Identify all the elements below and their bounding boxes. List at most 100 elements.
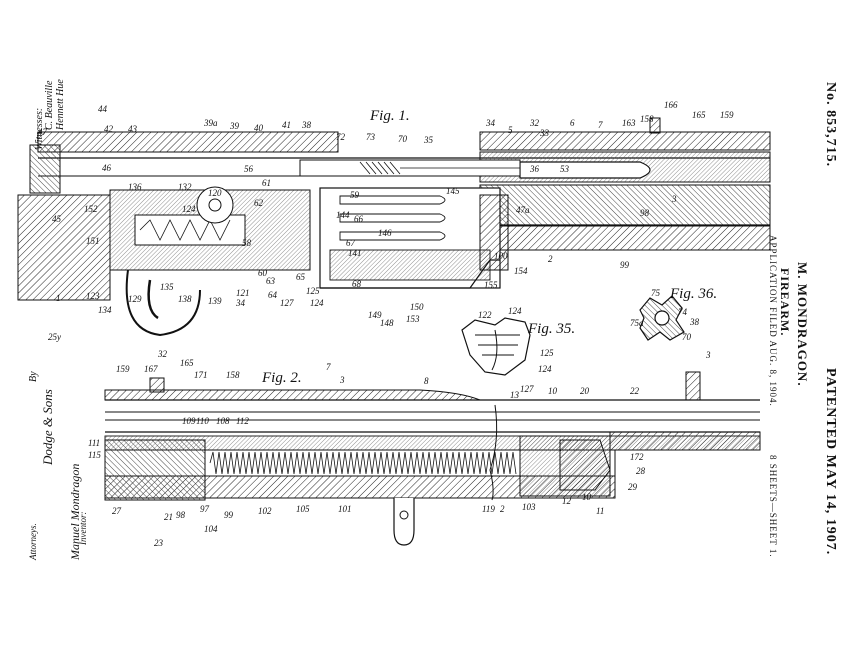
reference-numeral: 172 <box>630 452 644 462</box>
patent-number: No. 853,715. <box>823 82 838 168</box>
reference-numeral: 110 <box>196 416 209 426</box>
reference-numeral: 127 <box>280 298 294 308</box>
reference-numeral: 134 <box>98 305 112 315</box>
fig1-title: Fig. 1. <box>369 108 410 124</box>
reference-numeral: 136 <box>128 182 142 192</box>
reference-numeral: 105 <box>296 504 310 514</box>
reference-numeral: 1 <box>56 293 61 303</box>
reference-numeral: 152 <box>84 204 98 214</box>
reference-numeral: 5 <box>508 125 513 135</box>
fig35-drawing <box>461 317 531 376</box>
reference-numeral: 165 <box>692 110 706 120</box>
fig2-drawing <box>104 371 761 546</box>
reference-numeral: 139 <box>208 296 222 306</box>
reference-numeral: 120 <box>208 188 222 198</box>
reference-numeral: 135 <box>160 282 174 292</box>
reference-numeral: 13 <box>510 390 520 400</box>
fig1-drawing <box>17 117 771 337</box>
reference-numeral: 36 <box>529 164 540 174</box>
reference-numeral: 154 <box>514 266 528 276</box>
reference-numeral: 124 <box>182 204 196 214</box>
reference-numeral: 73 <box>366 132 376 142</box>
reference-numeral: 38 <box>689 317 700 327</box>
reference-numeral: 56 <box>244 164 254 174</box>
reference-numeral: 3 <box>705 350 711 360</box>
reference-numeral: 102 <box>258 506 272 516</box>
reference-numeral: 53 <box>560 164 570 174</box>
reference-numeral: 148 <box>380 318 394 328</box>
reference-numeral: 103 <box>522 502 536 512</box>
reference-numeral: 66 <box>354 214 364 224</box>
reference-numeral: 34 <box>235 298 246 308</box>
reference-numeral: 141 <box>348 248 362 258</box>
attorneys-label: Attorneys. <box>28 523 38 560</box>
reference-numeral: 3 <box>671 194 677 204</box>
reference-numeral: 165 <box>180 358 194 368</box>
reference-numeral: 101 <box>338 504 352 514</box>
reference-numeral: 115 <box>88 450 101 460</box>
reference-numeral: 28 <box>636 466 646 476</box>
reference-numeral: 122 <box>478 310 492 320</box>
patent-date: PATENTED MAY 14, 1907. <box>823 368 838 556</box>
reference-numeral: 75 <box>651 288 661 298</box>
reference-numeral: 65 <box>296 272 306 282</box>
fig2-title: Fig. 2. <box>261 370 302 386</box>
reference-numeral: 12 <box>562 496 572 506</box>
reference-numeral: 121 <box>236 288 250 298</box>
reference-numeral: 109 <box>182 416 196 426</box>
recoil-spring <box>209 451 517 475</box>
reference-numeral: 166 <box>664 100 678 110</box>
reference-numeral: 39a <box>203 118 218 128</box>
reference-numeral: 62 <box>254 198 264 208</box>
reference-numeral: 47a <box>516 205 530 215</box>
reference-numeral: 123 <box>86 291 100 301</box>
reference-numeral: 150 <box>410 302 424 312</box>
reference-numeral: 146 <box>378 228 392 238</box>
reference-numeral: 10 <box>548 386 558 396</box>
reference-numeral: 100 <box>494 251 508 261</box>
reference-numeral: 99 <box>224 510 234 520</box>
reference-numeral: 2 <box>500 504 505 514</box>
reference-numeral: 34 <box>485 118 496 128</box>
reference-numeral: 153 <box>406 314 420 324</box>
application-filed: APPLICATION FILED AUG. 8, 1904. <box>768 235 778 407</box>
reference-numeral: 60 <box>258 268 268 278</box>
attorney-signature: Dodge & Sons <box>40 389 55 465</box>
reference-numeral: 22 <box>630 386 640 396</box>
reference-numeral: 108 <box>216 416 230 426</box>
reference-numeral: 27 <box>112 506 122 516</box>
reference-numeral: 159 <box>116 364 130 374</box>
attorney-by: By <box>28 371 39 382</box>
reference-numeral: 58 <box>242 238 252 248</box>
reference-numeral: 158 <box>640 114 654 124</box>
reference-numeral: 125 <box>540 348 554 358</box>
reference-numeral: 124 <box>310 298 324 308</box>
reference-numeral: 32 <box>529 118 540 128</box>
reference-numeral: 129 <box>128 294 142 304</box>
reference-numeral: 155 <box>484 280 498 290</box>
reference-numeral: 47 <box>38 127 48 137</box>
reference-numeral: 8 <box>424 376 429 386</box>
reference-numeral: 124 <box>508 306 522 316</box>
reference-numeral: 29 <box>628 482 638 492</box>
reference-numeral: 61 <box>262 178 271 188</box>
reference-numeral: 38 <box>301 120 312 130</box>
reference-numeral: 111 <box>88 438 100 448</box>
reference-numeral: 35 <box>423 135 434 145</box>
witness-1-signature: C. Beauville <box>44 80 55 130</box>
reference-numeral: 68 <box>352 279 362 289</box>
reference-numeral: 64 <box>268 290 278 300</box>
reference-numeral: 3 <box>339 375 345 385</box>
reference-numeral: 41 <box>282 120 291 130</box>
reference-numeral: 112 <box>236 416 249 426</box>
reference-numeral: 151 <box>86 236 100 246</box>
sheet-count: 8 SHEETS—SHEET 1. <box>768 455 778 558</box>
reference-numeral: 23 <box>154 538 164 548</box>
reference-numeral: 33 <box>539 128 550 138</box>
reference-numeral: 163 <box>622 118 636 128</box>
reference-numeral: 98 <box>176 510 186 520</box>
reference-numeral: 171 <box>194 370 208 380</box>
